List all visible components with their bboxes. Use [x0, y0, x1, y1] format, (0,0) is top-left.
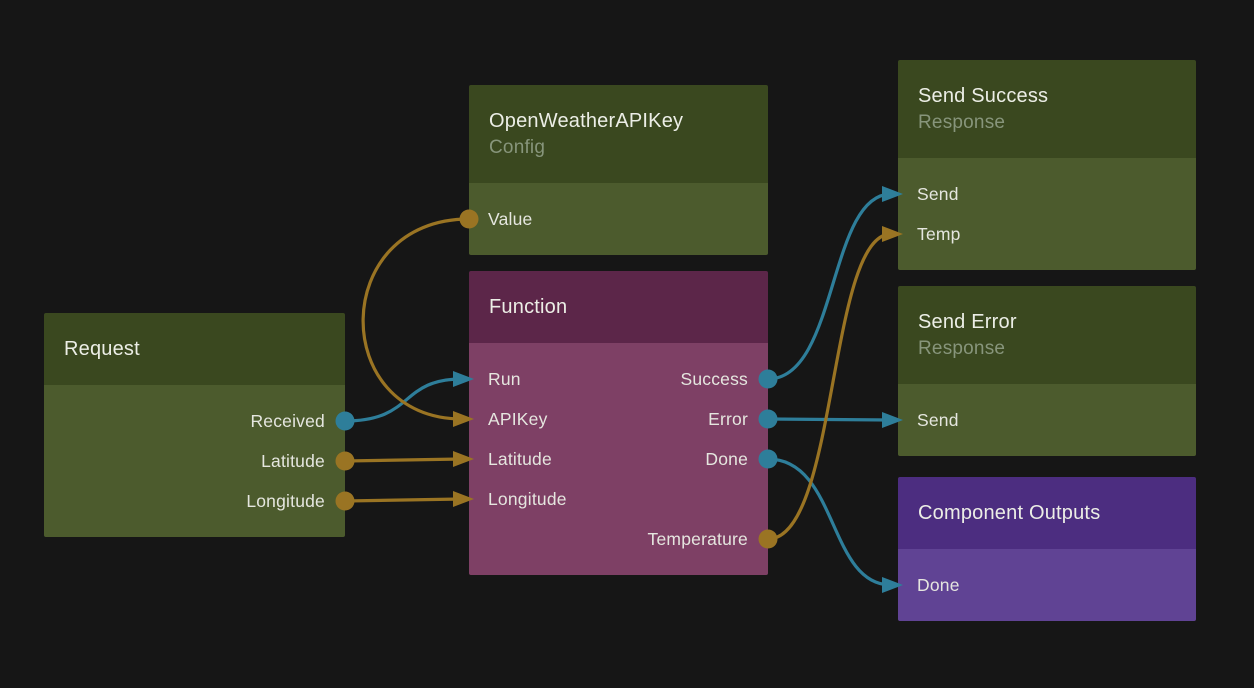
- port-label-function-longitude[interactable]: Longitude: [488, 489, 567, 509]
- port-label-function-error[interactable]: Error: [708, 409, 748, 429]
- port-label-request-latitude[interactable]: Latitude: [261, 451, 325, 471]
- port-label-request-received[interactable]: Received: [250, 411, 325, 431]
- node-title: Request: [64, 338, 140, 360]
- node-subtitle: Response: [918, 112, 1006, 133]
- wire-request-received-to-function-run[interactable]: [343, 377, 464, 423]
- port-label-send_success-temp[interactable]: Temp: [917, 224, 961, 244]
- port-label-function-apikey[interactable]: APIKey: [488, 409, 548, 429]
- node-title: Component Outputs: [918, 502, 1101, 524]
- port-label-function-done[interactable]: Done: [705, 449, 748, 469]
- wire-function-success-to-send_success-send[interactable]: [766, 192, 893, 381]
- port-label-openweatherapikey-value[interactable]: Value: [488, 209, 533, 229]
- wire-request-longitude-to-function-longitude[interactable]: [343, 497, 464, 503]
- port-label-component_outputs-done[interactable]: Done: [917, 575, 960, 595]
- port-label-function-temperature[interactable]: Temperature: [647, 529, 748, 549]
- port-label-function-latitude[interactable]: Latitude: [488, 449, 552, 469]
- node-body: Value: [469, 183, 768, 255]
- wire-function-error-to-send_error-send[interactable]: [766, 417, 893, 422]
- node-subtitle: Response: [918, 338, 1006, 359]
- node-body: Done: [898, 549, 1196, 621]
- node-title: Send Error: [918, 311, 1017, 333]
- wire-request-latitude-to-function-latitude[interactable]: [343, 457, 464, 463]
- port-label-function-run[interactable]: Run: [488, 369, 521, 389]
- port-label-send_error-send[interactable]: Send: [917, 410, 959, 430]
- node-title: OpenWeatherAPIKey: [489, 110, 684, 132]
- node-title: Function: [489, 296, 568, 318]
- node-header[interactable]: Component Outputs: [898, 477, 1196, 549]
- node-body: Send: [898, 384, 1196, 456]
- port-label-function-success[interactable]: Success: [680, 369, 748, 389]
- wire-openweatherapikey-value-to-function-apikey[interactable]: [361, 217, 471, 421]
- node-title: Send Success: [918, 85, 1049, 107]
- wire-function-temperature-to-send_success-temp[interactable]: [766, 232, 893, 541]
- wire-function-done-to-component_outputs-done[interactable]: [766, 457, 893, 587]
- node-header[interactable]: Request: [44, 313, 345, 385]
- port-label-request-longitude[interactable]: Longitude: [246, 491, 325, 511]
- port-label-send_success-send[interactable]: Send: [917, 184, 959, 204]
- node-subtitle: Config: [489, 137, 546, 158]
- node-header[interactable]: Function: [469, 271, 768, 343]
